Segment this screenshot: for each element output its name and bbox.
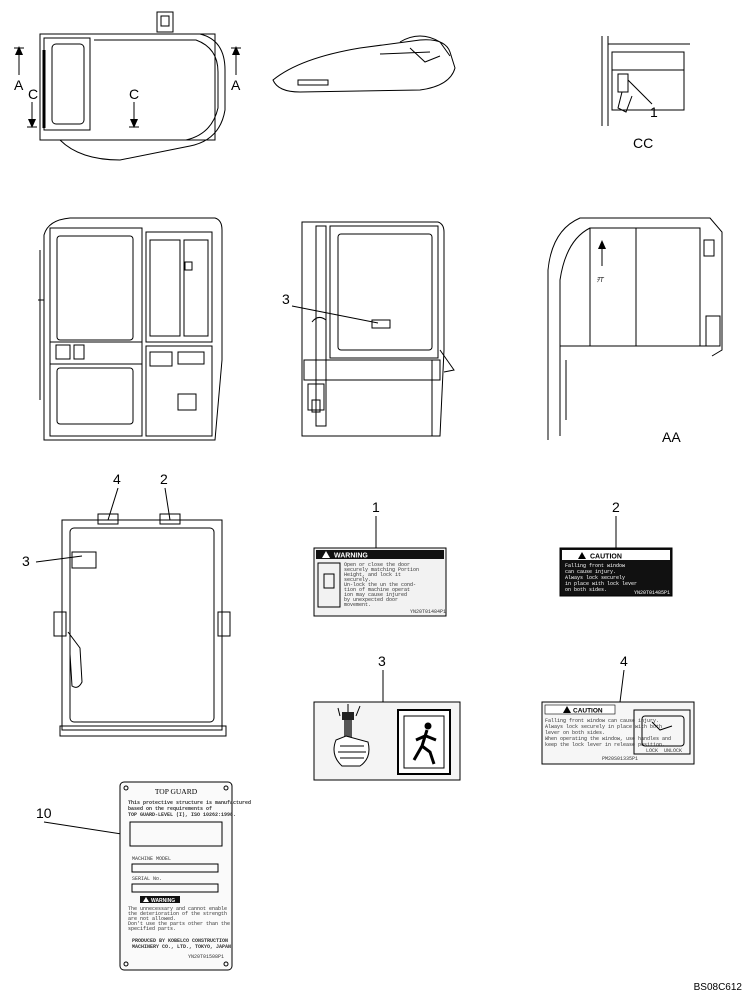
section-arrow-a-left: A: [14, 46, 24, 93]
decal-line: keep the lock lever in release position.: [545, 742, 665, 748]
cab-front-view: 3: [282, 221, 455, 437]
callout-number: 3: [282, 291, 290, 307]
decal-line: on both sides.: [565, 587, 607, 593]
decal-line: Height, and lock it: [344, 572, 401, 578]
decal-line: in place with lock lever: [565, 581, 637, 587]
callout-number: 2: [612, 499, 620, 515]
section-label: C: [129, 86, 139, 102]
plate-model-field: [131, 863, 219, 873]
decal-pictogram-exit: 3: [313, 653, 461, 781]
decal-line: Always lock securely: [565, 575, 625, 581]
decal-line: ion may cause injured: [344, 592, 407, 598]
decal-header: CAUTION: [590, 554, 622, 561]
cab-left-side-view: [38, 217, 223, 441]
cab-top-view: [39, 11, 226, 161]
callout-number: 3: [378, 653, 386, 669]
plate-line: specified parts.: [128, 926, 176, 932]
hammer-hand-icon: [333, 704, 370, 767]
decal-line: movement.: [344, 602, 371, 608]
decal-part-number: YN20T01485P1: [634, 590, 670, 596]
callout-number: 4: [113, 471, 121, 487]
section-label: C: [28, 86, 38, 102]
lever-label: UNLOCK: [664, 748, 682, 754]
decal-body: Open or close the door securely matching…: [344, 562, 419, 608]
decal-location-3: [71, 551, 97, 569]
callout-number: 3: [22, 553, 30, 569]
decal-body: Falling front window can cause injury. A…: [565, 563, 637, 593]
plate-warning-header: WARNING: [151, 898, 175, 904]
drawing-code: BS08C612: [694, 982, 743, 993]
callout-number: 1: [372, 499, 380, 515]
view-caption: AA: [662, 429, 681, 445]
decal-location: [371, 319, 391, 329]
decal-part-number: YN20T01484P1: [410, 609, 446, 615]
plate-model-label: MACHINE MODEL: [132, 856, 171, 862]
plate-line: TOP GUARD-LEVEL (I), ISO 10262:1998.: [128, 812, 236, 818]
decal-line: tion of machine operat: [344, 587, 410, 593]
plate-line: the deterioration of the strength: [128, 911, 227, 917]
section-label: A: [231, 77, 241, 93]
view-cc: 1 CC: [601, 36, 690, 151]
lever-label: LOCK: [646, 748, 658, 754]
decal-location-4: [97, 513, 119, 525]
plate-blank-area: [129, 821, 223, 847]
decal-header: CAUTION: [573, 708, 603, 715]
callout-number: 2: [160, 471, 168, 487]
decal-part-number: PM20S01335P1: [602, 756, 638, 762]
section-label: A: [14, 77, 24, 93]
plate-line: are not allowed.: [128, 916, 176, 922]
plate-top-guard: 10 TOP GUARD This protective structure i…: [36, 781, 251, 971]
decal-line: When operating the window, use handles a…: [545, 736, 671, 742]
decal-line: Un-lock the un the cond-: [344, 582, 416, 588]
decal-line: can cause injury.: [565, 569, 616, 575]
callout-number: 10: [36, 805, 52, 821]
plate-serial-label: SERIAL No.: [132, 876, 162, 882]
decal-line: Falling front window: [565, 563, 625, 569]
front-window-frame: 4 2 3: [22, 471, 231, 737]
decal-caution-lever: 4 CAUTION Falling front window can cause…: [541, 653, 695, 765]
plate-part-number: YN20T01508P1: [188, 954, 224, 960]
decal-line: by unexpected door: [344, 597, 398, 603]
decal-location-2: [159, 513, 181, 525]
decal-line: Always lock securely in place with both: [545, 724, 662, 730]
plate-title: TOP GUARD: [155, 787, 198, 796]
plate-line: PRODUCED BY KOBELCO CONSTRUCTION: [132, 938, 228, 944]
decal-location: [617, 73, 629, 93]
decal-line: Open or close the door: [344, 562, 410, 568]
decal-header: WARNING: [334, 553, 368, 560]
view-caption: CC: [633, 135, 653, 151]
section-arrow-c-mid: C: [129, 86, 139, 128]
decal-line: securely matching Portion: [344, 567, 419, 573]
decal-line: lever on both sides.: [545, 730, 605, 736]
plate-line: MACHINERY CO., LTD., TOKYO, JAPAN: [132, 944, 231, 950]
section-arrow-c-left: C: [27, 86, 38, 128]
decal-line: securely.: [344, 577, 371, 583]
decal-warning: 1 WARNING Open or close the door securel…: [313, 499, 447, 617]
plate-line: based on the requirements of: [128, 806, 212, 812]
section-arrow-a-right: A: [231, 46, 241, 93]
callout-number: 1: [650, 104, 658, 120]
decal-line: Falling front window can cause injury.: [545, 718, 659, 724]
callout-number: 4: [620, 653, 628, 669]
cab-side-profile: [272, 35, 456, 93]
plate-line: Don't use the parts other than the: [128, 921, 230, 927]
plate-serial-field: [131, 883, 219, 893]
plate-line: The unnecessary and cannot enable: [128, 906, 227, 912]
decal-caution-window: 2 CAUTION Falling front window can cause…: [559, 499, 673, 597]
decal-body: Falling front window can cause injury. A…: [545, 718, 671, 748]
view-aa: ｦT AA: [547, 217, 723, 445]
emergency-exit-icon: [397, 709, 451, 775]
plate-line: This protective structure is manufacture…: [128, 800, 251, 806]
direction-mark: ｦT: [596, 277, 605, 284]
